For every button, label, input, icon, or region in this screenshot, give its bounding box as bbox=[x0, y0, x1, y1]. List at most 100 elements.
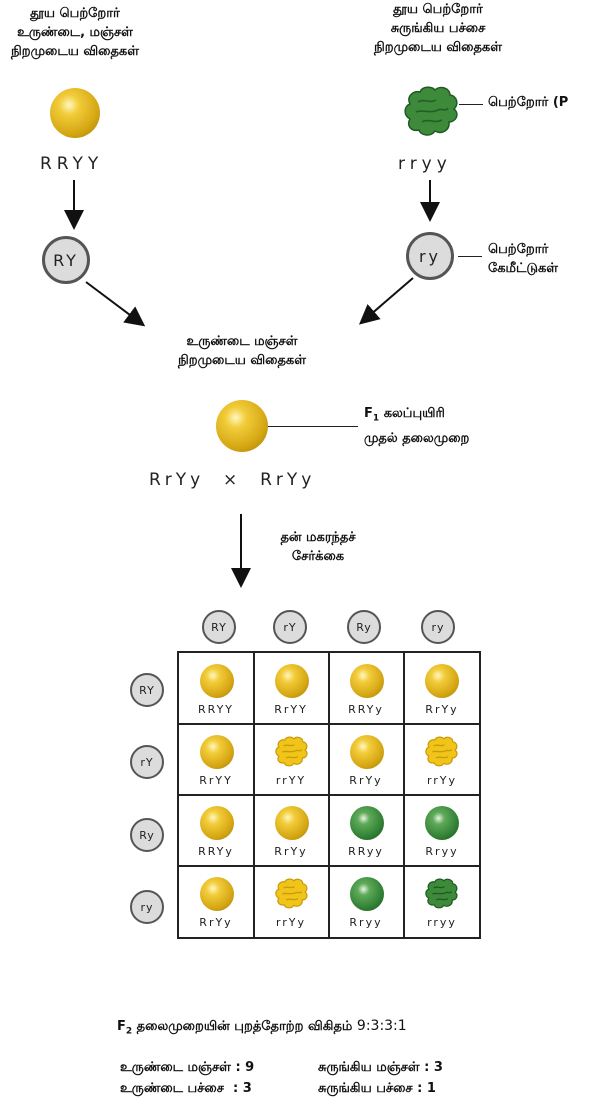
round-green-seed-icon bbox=[350, 877, 384, 911]
left-parent-label-line2: உருண்டை, மஞ்சள் bbox=[17, 25, 133, 40]
column-gamete-label: RY bbox=[211, 620, 227, 634]
round-yellow-seed-icon bbox=[200, 877, 234, 911]
punnett-cell-genotype: Rryy bbox=[425, 845, 459, 858]
punnett-cell: RrYy bbox=[404, 653, 480, 725]
round-yellow-seed-icon bbox=[50, 88, 100, 138]
f1-callout-line bbox=[268, 426, 358, 427]
left-gamete-label: RY bbox=[53, 250, 79, 270]
f1-label-line2: நிறமுடைய விதைகள் bbox=[178, 353, 306, 368]
punnett-cell: rrYY bbox=[254, 724, 330, 796]
f1-callout-label: F1 கலப்புயிரி முதல் தலைமுறை bbox=[364, 404, 469, 448]
gamete-callout-label: பெற்றோர் கேமீட்டுகள் bbox=[488, 240, 558, 278]
f2-ratio-value: 9:3:3:1 bbox=[356, 1018, 407, 1034]
right-parent-label: தூய பெற்றோர் சுருங்கிய பச்சை நிறமுடைய வி… bbox=[358, 0, 518, 57]
column-gamete-label: ry bbox=[431, 620, 445, 634]
f1-callout-line1: கலப்புயிரி bbox=[383, 406, 445, 421]
selfing-label-line1: தன் மகரந்தச் bbox=[280, 530, 356, 545]
wrinkled-yellow-seed-icon bbox=[424, 734, 460, 774]
punnett-cell: RrYY bbox=[179, 724, 255, 796]
round-yellow-seed-icon bbox=[200, 664, 234, 698]
column-gamete-label: Ry bbox=[356, 620, 372, 634]
punnett-cell-genotype: RrYy bbox=[274, 845, 308, 858]
punnett-cell: rrYy bbox=[254, 866, 330, 938]
wrinkled-yellow-seed-icon bbox=[274, 876, 310, 916]
punnett-cell: rrYy bbox=[404, 724, 480, 796]
arrow-left-gamete-to-f1 bbox=[85, 281, 146, 327]
round-yellow-seed-icon bbox=[350, 735, 384, 769]
ratio-round-green: உருண்டை பச்சை : 3 bbox=[120, 1081, 252, 1096]
parent-callout-line bbox=[459, 104, 483, 105]
round-yellow-seed-icon bbox=[275, 806, 309, 840]
column-gamete-header: ry bbox=[421, 610, 455, 644]
gamete-callout-line1: பெற்றோர் bbox=[488, 242, 549, 257]
punnett-cell: RrYy bbox=[254, 795, 330, 867]
column-gamete-header: RY bbox=[202, 610, 236, 644]
row-gamete-label: Ry bbox=[139, 828, 155, 842]
round-yellow-seed-icon bbox=[350, 664, 384, 698]
wrinkled-green-seed-icon bbox=[424, 876, 460, 916]
punnett-cell: rryy bbox=[404, 866, 480, 938]
gamete-callout-line bbox=[458, 256, 482, 257]
right-gamete-label: ry bbox=[418, 246, 442, 266]
selfing-label: தன் மகரந்தச் சேர்க்கை bbox=[258, 528, 378, 566]
punnett-cell-genotype: RRYy bbox=[348, 703, 384, 716]
round-yellow-seed-icon bbox=[200, 735, 234, 769]
row-gamete-label: RY bbox=[139, 683, 155, 697]
f1-label-line1: உருண்டை மஞ்சள் bbox=[186, 334, 298, 349]
right-gamete-circle: ry bbox=[406, 232, 454, 280]
row-gamete-label: ry bbox=[140, 900, 154, 914]
row-gamete-label: rY bbox=[140, 755, 154, 769]
f1-round-yellow-seed-icon bbox=[216, 400, 268, 452]
punnett-cell: RRYY bbox=[179, 653, 255, 725]
column-gamete-label: rY bbox=[283, 620, 297, 634]
left-parent-genotype: RRYY bbox=[40, 154, 104, 174]
punnett-cell-genotype: rryy bbox=[427, 916, 457, 929]
punnett-cell-genotype: RrYy bbox=[425, 703, 459, 716]
punnett-cell: RrYy bbox=[329, 724, 405, 796]
wrinkled-yellow-seed-icon bbox=[274, 734, 310, 774]
gamete-callout-line2: கேமீட்டுகள் bbox=[488, 261, 559, 276]
punnett-cell-genotype: RRYY bbox=[197, 703, 235, 716]
column-gamete-header: rY bbox=[273, 610, 307, 644]
round-green-seed-icon bbox=[350, 806, 384, 840]
punnett-cell-genotype: rrYy bbox=[426, 774, 458, 787]
f2-ratio-line: F2 தலைமுறையின் புறத்தோற்ற விகிதம் 9:3:3:… bbox=[117, 1018, 407, 1037]
ratio-wrinkled-yellow: சுருங்கிய மஞ்சள் : 3 bbox=[318, 1060, 443, 1075]
row-gamete-header: ry bbox=[130, 890, 164, 924]
punnett-cell-genotype: RRyy bbox=[348, 845, 384, 858]
arrow-right-gamete-to-f1 bbox=[358, 277, 414, 325]
row-gamete-header: Ry bbox=[130, 818, 164, 852]
right-parent-label-line3: நிறமுடைய விதைகள் bbox=[374, 40, 502, 55]
punnett-cell: Rryy bbox=[329, 866, 405, 938]
flow-arrows bbox=[64, 180, 440, 588]
punnett-cell: Rryy bbox=[404, 795, 480, 867]
f2-ratio-text: தலைமுறையின் புறத்தோற்ற விகிதம் bbox=[132, 1019, 357, 1034]
left-gamete-circle: RY bbox=[42, 236, 90, 284]
right-parent-genotype: rryy bbox=[398, 154, 452, 174]
punnett-cell: RRYy bbox=[329, 653, 405, 725]
left-parent-label-line1: தூய பெற்றோர் bbox=[30, 6, 120, 21]
left-parent-label: தூய பெற்றோர் உருண்டை, மஞ்சள் நிறமுடைய வி… bbox=[0, 4, 150, 61]
right-parent-label-line1: தூய பெற்றோர் bbox=[393, 2, 483, 17]
row-gamete-header: RY bbox=[130, 673, 164, 707]
left-parent-label-line3: நிறமுடைய விதைகள் bbox=[11, 44, 139, 59]
ratio-wrinkled-green: சுருங்கிய பச்சை : 1 bbox=[318, 1081, 436, 1096]
parent-callout-label: பெற்றோர் (P bbox=[488, 95, 569, 110]
f1-callout-line2: முதல் தலைமுறை bbox=[364, 430, 470, 446]
right-parent-label-line2: சுருங்கிய பச்சை bbox=[390, 21, 486, 36]
f1-cross-label: RrYy × RrYy bbox=[149, 470, 316, 490]
punnett-cell: RrYy bbox=[179, 866, 255, 938]
round-yellow-seed-icon bbox=[200, 806, 234, 840]
punnett-cell-genotype: rrYY bbox=[275, 774, 307, 787]
punnett-cell-genotype: RrYy bbox=[199, 916, 233, 929]
punnett-cell-genotype: Rryy bbox=[349, 916, 383, 929]
round-green-seed-icon bbox=[425, 806, 459, 840]
round-yellow-seed-icon bbox=[275, 664, 309, 698]
selfing-label-line2: சேர்க்கை bbox=[291, 549, 345, 564]
punnett-cell: RRyy bbox=[329, 795, 405, 867]
punnett-cell: RRYy bbox=[179, 795, 255, 867]
f2-ratio-sub: 2 bbox=[125, 1026, 133, 1037]
punnett-cell-genotype: RRYy bbox=[198, 845, 234, 858]
row-gamete-header: rY bbox=[130, 745, 164, 779]
